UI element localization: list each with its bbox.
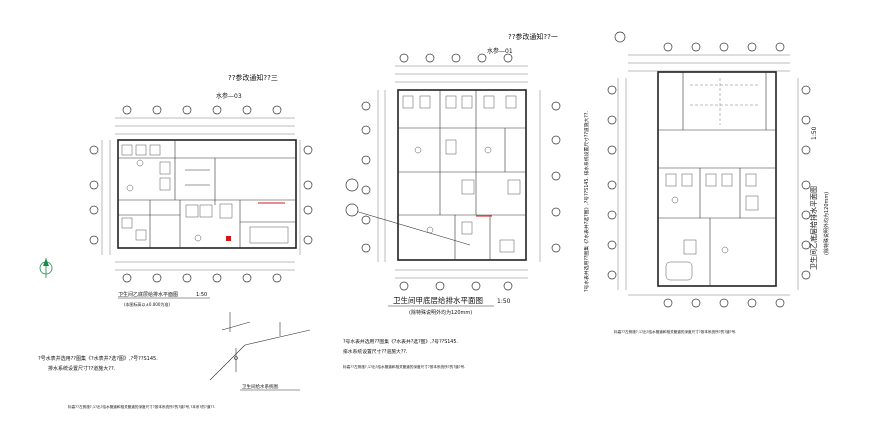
- left-note-line2: 排水系统设置尺寸??道施大??.: [48, 365, 116, 372]
- right-plan-caption: 卫生间乙底层给排水平面图: [809, 186, 818, 270]
- center-plan: ??参改通知??一 水参—01: [343, 32, 561, 369]
- left-north-arrow: [39, 258, 53, 278]
- right-bottom-note: 标高??左侧施?,1?出?给水管道和相关管道的深度尺寸?按本系统所?的?道?号.: [614, 329, 736, 334]
- right-vertical-note: ?号水表井选用??图集《?水表井?选?图》,?号??S145. 排水系统设置尺寸…: [583, 111, 590, 292]
- center-plan-subcaption: (除特殊说明外均为120mm): [409, 309, 472, 316]
- center-sheet-ref: 水参—01: [487, 47, 513, 55]
- left-note-line1: ?号水表井选用??图集《?水表井?选?图》,?号??S145.: [38, 355, 158, 362]
- right-fixtures: [665, 173, 759, 281]
- right-plan: 卫生间乙底层给排水平面图 1:50 (除特殊说明外均为120mm) ?号水表井选…: [583, 31, 830, 334]
- right-top-dimensions: [617, 54, 799, 296]
- center-outer-wall: [397, 89, 527, 261]
- isometric-pipe-diagram: [209, 312, 311, 381]
- center-top-dimensions: [377, 65, 541, 279]
- left-plan: ??参改通知??三 水参—03: [38, 73, 313, 409]
- left-sheet-ref: 水参—03: [216, 92, 242, 100]
- center-plan-scale: 1:50: [497, 298, 511, 305]
- center-partitions: [398, 90, 526, 260]
- left-plan-caption: 卫生间乙底层给排水平面图: [118, 291, 178, 298]
- center-bottom-note: 标高??左侧施?,1?出?给水管道和相关管道的深度尺寸?按本系统所?的?道?号.: [343, 364, 465, 369]
- left-plan-scale: 1:50: [196, 292, 207, 298]
- left-partitions: [118, 140, 296, 248]
- right-outer-wall: [657, 71, 777, 287]
- left-outer-wall: [117, 139, 297, 249]
- right-partitions: [658, 72, 776, 286]
- left-bottom-note: 标高??左侧施?,1?出?给水管道和相关管道的深度尺寸?按本系统所?的?道?号,…: [68, 404, 215, 409]
- left-plan-subcaption: (本图标高以±0.000为准): [124, 301, 170, 307]
- center-leader-line: [351, 209, 471, 246]
- right-plan-scale: 1:50: [811, 126, 818, 140]
- center-fixtures: [402, 95, 521, 253]
- left-grid-bubbles: [89, 105, 313, 283]
- center-plan-caption: 卫生间甲底层给排水平面图: [393, 295, 483, 305]
- right-hatch-area: [690, 78, 760, 125]
- center-grid-bubbles: [345, 53, 561, 291]
- right-grid-bubbles: [607, 31, 811, 308]
- left-fixtures: [121, 144, 289, 244]
- isometric-label: 卫生间给水系统图: [242, 383, 278, 390]
- right-plan-subcaption: (除特殊说明外均为120mm): [823, 192, 830, 255]
- left-notice: ??参改通知??三: [228, 73, 278, 82]
- center-note-line2: 排水系统设置尺寸??道施大??.: [343, 348, 407, 355]
- left-highlight-mark: [226, 236, 231, 241]
- center-note-line1: ?号水表井选用??图集《?水表井?选?图》,?号??S145.: [343, 338, 458, 345]
- left-top-dimensions: [101, 117, 301, 271]
- center-notice: ??参改通知??一: [508, 32, 558, 41]
